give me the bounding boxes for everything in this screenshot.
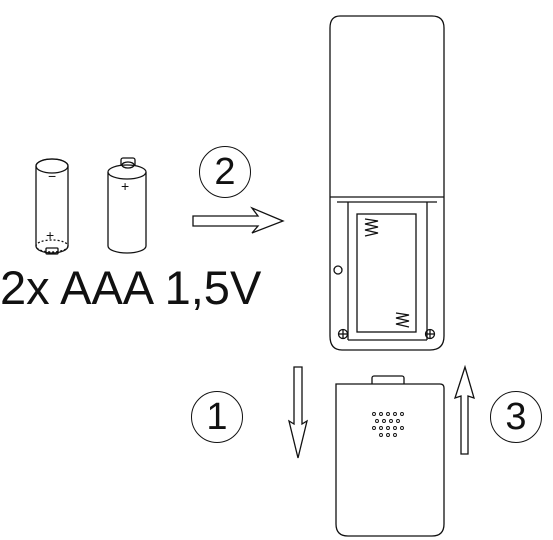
step-1-number: 1 (206, 396, 228, 438)
battery-spec-caption: 2x AAA 1,5V (0, 261, 262, 314)
battery-compartment (356, 213, 417, 333)
screw-icon (424, 328, 436, 340)
battery-right-icon (107, 157, 147, 254)
battery-left-plus: + (46, 227, 54, 243)
spring-contact-icon (364, 218, 379, 237)
step-3-badge: 3 (490, 391, 542, 443)
battery-right-plus: + (121, 178, 129, 194)
remote-control-icon (329, 15, 445, 351)
step-1-badge: 1 (191, 391, 243, 443)
battery-left-icon (35, 158, 69, 255)
cover-grip-dots (372, 412, 404, 437)
step-2-badge: 2 (199, 146, 251, 198)
battery-cover-icon (335, 375, 445, 537)
arrow-down-icon (288, 366, 308, 459)
arrow-up-icon (453, 364, 475, 455)
step-3-number: 3 (505, 396, 527, 438)
step-2-number: 2 (214, 151, 236, 193)
screw-icon (337, 328, 349, 340)
battery-left-minus: − (48, 168, 56, 184)
arrow-right-icon (192, 206, 285, 234)
spring-contact-icon (395, 312, 410, 328)
